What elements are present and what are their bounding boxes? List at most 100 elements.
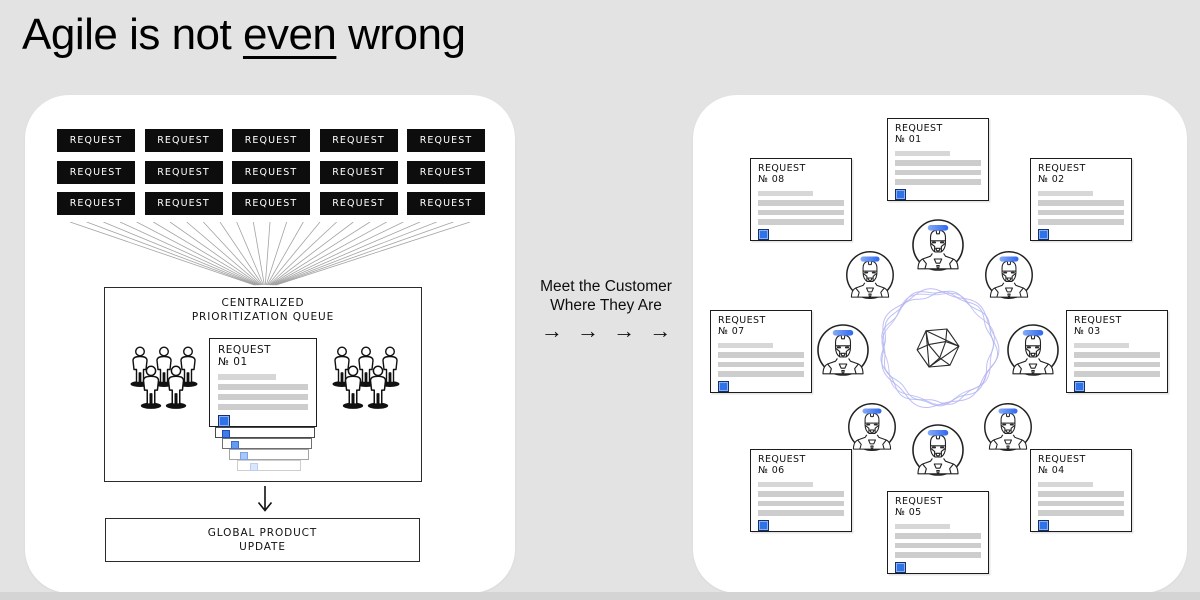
- stacked-card-checkbox: [250, 462, 258, 471]
- request-chip: REQUEST: [57, 160, 135, 184]
- global-product-update-box: GLOBAL PRODUCT UPDATE: [105, 518, 420, 562]
- text-placeholder-bar: [718, 342, 773, 349]
- global-box-line1: GLOBAL PRODUCT: [207, 526, 318, 539]
- text-placeholder-bar: [895, 523, 950, 530]
- stakeholder-group-left-icon: [129, 346, 199, 410]
- request-card-title: REQUEST: [1038, 163, 1086, 174]
- stacked-card: [215, 427, 315, 438]
- priority-checkbox: [1038, 519, 1049, 531]
- person-icon: [165, 365, 187, 410]
- customer-avatar-icon: [910, 217, 966, 273]
- text-placeholder-bar: [1038, 491, 1124, 497]
- text-placeholder-bar: [895, 169, 981, 176]
- text-placeholder-bar: [758, 510, 844, 516]
- priority-checkbox: [1038, 228, 1049, 240]
- request-card-number: № 03: [1074, 326, 1101, 338]
- request-card-number: № 01: [895, 134, 922, 146]
- middle-caption: Meet the Customer Where They Are: [521, 277, 691, 316]
- text-placeholder-bar: [895, 160, 981, 166]
- request-card-number: № 01: [218, 356, 248, 369]
- text-placeholder-bar: [1074, 361, 1160, 368]
- customer-avatar-icon: [982, 401, 1034, 453]
- text-placeholder-bar: [218, 403, 308, 410]
- text-placeholder-bar: [718, 371, 804, 377]
- request-chip: REQUEST: [57, 129, 135, 152]
- request-card-4: REQUEST № 04: [1030, 449, 1132, 532]
- chip-row: REQUEST REQUEST REQUEST REQUEST REQUEST: [57, 192, 485, 215]
- text-placeholder-bar: [758, 491, 844, 497]
- request-card-title: REQUEST: [895, 496, 943, 507]
- text-placeholder-bar: [895, 552, 981, 558]
- queue-title-line2: PRIORITIZATION QUEUE: [191, 311, 335, 324]
- page-title: Agile is not even wrong: [22, 10, 466, 60]
- title-part: wrong: [336, 10, 466, 59]
- request-card-number: № 08: [758, 174, 785, 186]
- text-placeholder-bar: [895, 533, 981, 539]
- stacked-card: [222, 438, 312, 449]
- request-chip: REQUEST: [144, 129, 223, 152]
- request-card-6: REQUEST № 06: [750, 449, 852, 532]
- chip-row: REQUEST REQUEST REQUEST REQUEST REQUEST: [57, 160, 485, 184]
- text-placeholder-bar: [1038, 190, 1093, 197]
- priority-checkbox: [895, 561, 906, 573]
- person-icon: [367, 365, 389, 410]
- right-arrow-icon: →: [613, 318, 636, 343]
- title-part-underlined: even: [242, 10, 337, 59]
- customer-avatar-icon: [910, 422, 966, 478]
- priority-checkbox: [758, 228, 769, 240]
- text-placeholder-bar: [895, 542, 981, 549]
- request-chip: REQUEST: [144, 192, 223, 215]
- text-placeholder-bar: [1038, 219, 1124, 225]
- customer-avatar-icon: [983, 249, 1035, 301]
- customer-avatar-icon: [1005, 322, 1061, 378]
- text-placeholder-bar: [758, 190, 813, 197]
- request-card-title: REQUEST: [218, 344, 272, 356]
- request-card-2: REQUEST № 02: [1030, 158, 1132, 241]
- request-card-title: REQUEST: [1038, 454, 1086, 465]
- request-chip: REQUEST: [57, 192, 135, 215]
- text-placeholder-bar: [1038, 209, 1124, 216]
- stacked-card-checkbox: [222, 429, 230, 438]
- request-card-number: № 02: [1038, 174, 1065, 186]
- text-placeholder-bar: [1038, 510, 1124, 516]
- transition-arrows: → → → →: [521, 318, 691, 344]
- converging-lines-graphic: [69, 222, 471, 286]
- queue-title: CENTRALIZED PRIORITIZATION QUEUE: [105, 296, 421, 324]
- request-card-3: REQUEST № 03: [1066, 310, 1168, 393]
- request-card-title: REQUEST: [1074, 315, 1122, 326]
- text-placeholder-bar: [218, 393, 308, 400]
- down-arrow-icon: [257, 486, 273, 512]
- request-card-title: REQUEST: [895, 123, 943, 134]
- text-placeholder-bar: [1038, 500, 1124, 507]
- request-chip-grid: REQUEST REQUEST REQUEST REQUEST REQUEST …: [57, 129, 485, 224]
- text-placeholder-bar: [1074, 352, 1160, 358]
- request-chip: REQUEST: [232, 192, 310, 215]
- request-chip: REQUEST: [232, 129, 310, 152]
- request-card-title: REQUEST: [758, 163, 806, 174]
- request-card-5: REQUEST № 05: [887, 491, 989, 574]
- request-chip: REQUEST: [407, 160, 485, 184]
- chip-row: REQUEST REQUEST REQUEST REQUEST REQUEST: [57, 129, 485, 152]
- caption-line2: Where They Are: [550, 297, 662, 315]
- text-placeholder-bar: [218, 373, 276, 380]
- right-arrow-icon: →: [649, 318, 672, 343]
- centralized-queue-panel: REQUEST REQUEST REQUEST REQUEST REQUEST …: [25, 95, 515, 593]
- priority-checkbox: [895, 188, 906, 200]
- page-bottom-edge: [0, 592, 1200, 600]
- text-placeholder-bar: [895, 150, 950, 157]
- text-placeholder-bar: [1038, 200, 1124, 206]
- stacked-card: [237, 460, 301, 471]
- priority-checkbox: [718, 380, 729, 392]
- request-chip: REQUEST: [144, 160, 223, 184]
- request-card-8: REQUEST № 08: [750, 158, 852, 241]
- request-chip: REQUEST: [407, 192, 485, 215]
- request-card-number: № 04: [1038, 465, 1065, 477]
- priority-checkbox: [1074, 380, 1085, 392]
- request-chip: REQUEST: [407, 129, 485, 152]
- queue-request-card: REQUEST № 01: [209, 338, 317, 427]
- stakeholder-group-right-icon: [331, 346, 401, 410]
- request-card-number: № 07: [718, 326, 745, 338]
- request-card-title: REQUEST: [718, 315, 766, 326]
- customer-avatar-icon: [846, 401, 898, 453]
- product-core-graphic: [880, 288, 1000, 408]
